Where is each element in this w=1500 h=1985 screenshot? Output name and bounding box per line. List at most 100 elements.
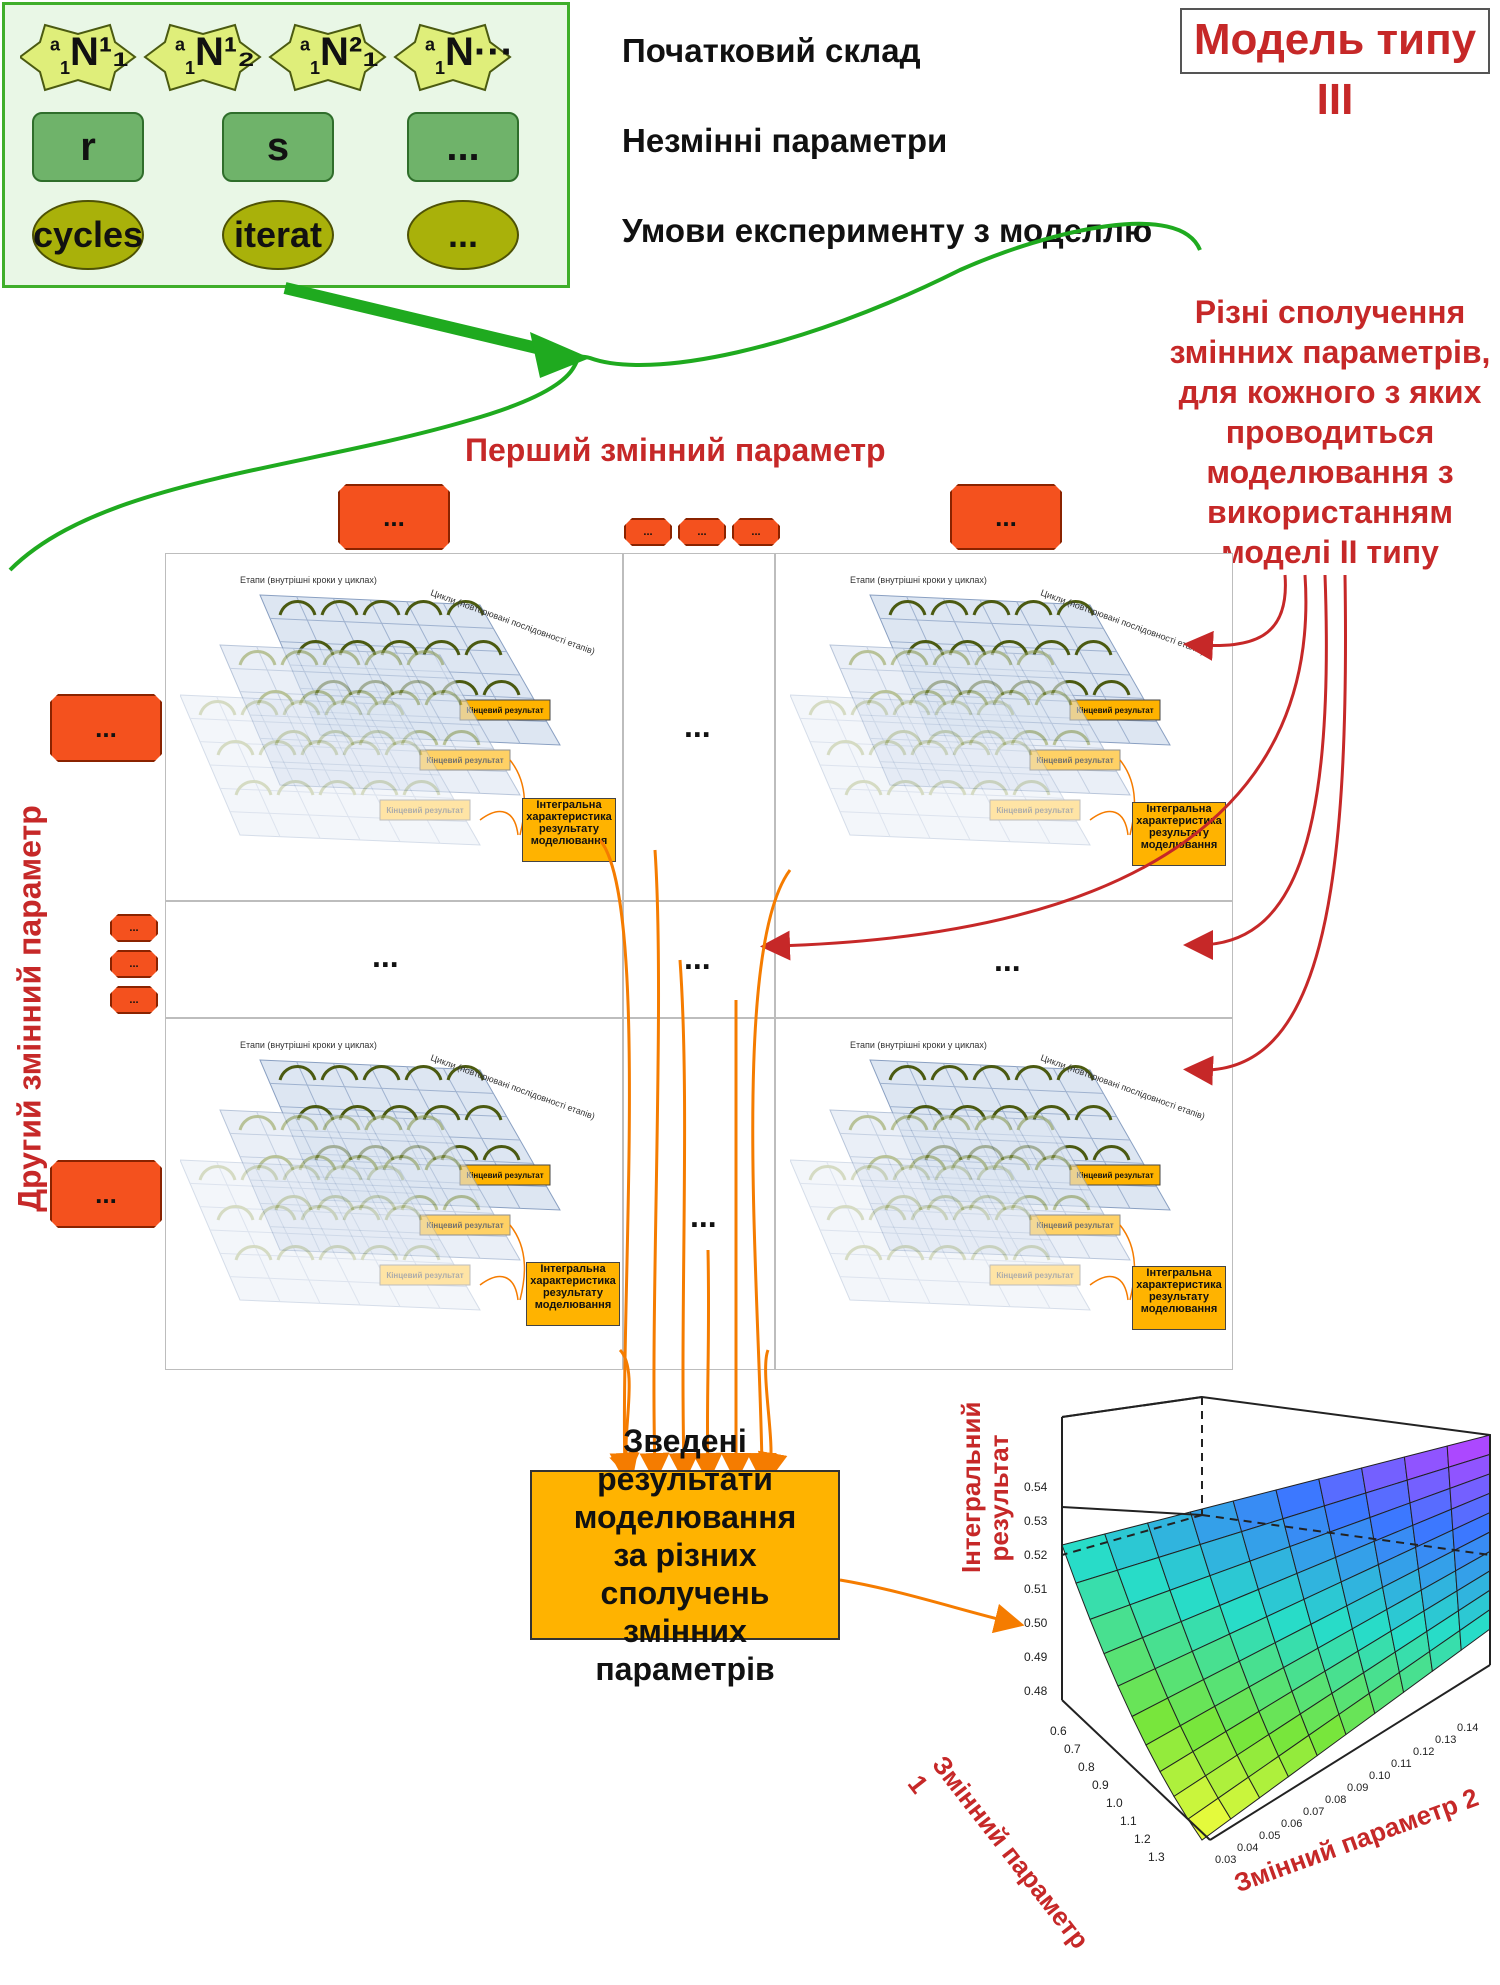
cycle-loop-icon <box>366 1165 405 1181</box>
fixed-param-more: ... <box>407 112 519 182</box>
y-tick: 0.11 <box>1391 1758 1412 1770</box>
cycle-loop-icon <box>274 1195 313 1211</box>
model-layer: Кінцевий результат <box>790 694 1091 846</box>
surface-plot: 0.54 0.53 0.52 0.51 0.50 0.49 0.48 0.6 0… <box>1024 1395 1491 1866</box>
final-result-label: Кінцевий результат <box>426 1221 503 1230</box>
x-tick: 1.3 <box>1148 1850 1165 1864</box>
integral-box-top-left: Інтегральна характеристика результату мо… <box>522 798 616 862</box>
cycle-loop-icon <box>928 1245 967 1261</box>
condition-iterat: iterat <box>222 200 334 270</box>
model-layer: Кінцевий результат <box>790 1159 1091 1311</box>
cycle-loop-icon <box>1092 680 1131 696</box>
cycle-loop-icon <box>234 780 273 796</box>
cycle-loop-icon <box>256 1155 295 1171</box>
y-tick: 0.04 <box>1237 1842 1258 1854</box>
label-conditions: Умови експерименту з моделлю <box>622 212 1153 249</box>
cycle-loop-icon <box>908 690 947 706</box>
cycle-loop-icon <box>886 1245 925 1261</box>
cycle-loop-icon <box>240 1165 279 1181</box>
z-tick: 0.51 <box>1024 1582 1048 1596</box>
cycle-loop-icon <box>406 650 445 666</box>
cycle-loop-icon <box>1034 1155 1073 1171</box>
cycle-loop-icon <box>928 780 967 796</box>
cycle-loop-icon <box>808 700 847 716</box>
cycle-loop-icon <box>234 1245 273 1261</box>
cycle-loop-icon <box>850 700 889 716</box>
species-label-1: a1N¹₁ <box>50 30 129 78</box>
cycle-loop-icon <box>298 690 337 706</box>
grid-cell-middle-right <box>775 901 1233 1018</box>
cycle-loop-icon <box>300 1205 339 1221</box>
cycle-loop-icon <box>258 1205 297 1221</box>
fixed-param-r: r <box>32 112 144 182</box>
cycle-loop-icon <box>318 1245 357 1261</box>
species-label-3: a1N²₁ <box>300 30 379 78</box>
cycle-loop-icon <box>320 1065 359 1081</box>
second-param-tag-1: ... <box>50 694 162 762</box>
cycle-loop-icon <box>442 730 481 746</box>
x-tick: 0.9 <box>1092 1778 1109 1792</box>
cycle-loop-icon <box>362 1065 401 1081</box>
cycle-loop-icon <box>424 690 463 706</box>
cycle-loop-icon <box>884 1195 923 1211</box>
cycle-loop-icon <box>358 1195 397 1211</box>
grid-cell-bottom-middle <box>623 1018 775 1370</box>
x-tick: 0.6 <box>1050 1724 1067 1738</box>
summary-line: за різних сполучень <box>600 1537 770 1611</box>
cycle-loop-icon <box>972 600 1011 616</box>
species-star-3 <box>268 23 387 92</box>
cycle-loop-icon <box>324 1165 363 1181</box>
cycle-loop-icon <box>976 1165 1015 1181</box>
species-star-2 <box>143 23 262 92</box>
fixed-param-s: s <box>222 112 334 182</box>
y-axis-ticks: 0.03 0.04 0.05 0.06 0.07 0.08 0.09 0.10 … <box>1215 1722 1478 1866</box>
cycle-loop-icon <box>216 740 255 756</box>
model-layer: Кінцевий результат <box>829 644 1131 796</box>
cycle-loop-icon <box>910 1205 949 1221</box>
final-result-label: Кінцевий результат <box>1076 1171 1153 1180</box>
cycle-loop-icon <box>322 650 361 666</box>
species-star-4 <box>393 23 512 92</box>
cycle-loop-icon <box>934 700 973 716</box>
cycle-loop-icon <box>972 1065 1011 1081</box>
cycle-loop-icon <box>1056 600 1095 616</box>
cycle-loop-icon <box>848 650 887 666</box>
cycle-loop-icon <box>970 780 1009 796</box>
cycle-loop-icon <box>952 740 991 756</box>
z-tick: 0.49 <box>1024 1650 1048 1664</box>
grid-cell-top-middle <box>623 553 775 901</box>
cycle-loop-icon <box>280 650 319 666</box>
ellipsis-top-middle: ... <box>684 708 711 744</box>
stages-axis-label: Етапи (внутрішні кроки у циклах) <box>850 575 987 585</box>
cycle-loop-icon <box>382 690 421 706</box>
ellipsis-middle-right: ... <box>994 942 1021 978</box>
cycle-loop-icon <box>888 600 927 616</box>
z-tick: 0.52 <box>1024 1548 1048 1562</box>
first-param-small-tag-3: ... <box>732 518 780 546</box>
final-result-label: Кінцевий результат <box>386 806 463 815</box>
cycle-loop-icon <box>888 1065 927 1081</box>
label-initial-composition: Початковий склад <box>622 32 921 69</box>
combinations-note-line: для кожного з яких <box>1178 374 1482 410</box>
cycle-loop-icon <box>402 1245 441 1261</box>
ellipsis-middle-left: ... <box>372 938 399 974</box>
cycle-loop-icon <box>892 700 931 716</box>
grid-cell-middle-left <box>165 901 623 1018</box>
final-result-label: Кінцевий результат <box>386 1271 463 1280</box>
x-axis-ticks: 0.6 0.7 0.8 0.9 1.0 1.1 1.2 1.3 <box>1050 1724 1165 1864</box>
cycle-loop-icon <box>384 1205 423 1221</box>
y-tick: 0.07 <box>1303 1806 1324 1818</box>
final-result-label: Кінцевий результат <box>466 706 543 715</box>
cycle-loop-icon <box>280 1115 319 1131</box>
y-tick: 0.14 <box>1457 1722 1478 1734</box>
cycle-loop-icon <box>1056 1065 1095 1081</box>
cycle-loop-icon <box>482 1145 521 1161</box>
cycle-loop-icon <box>950 690 989 706</box>
final-result-label: Кінцевий результат <box>1076 706 1153 715</box>
cycle-loop-icon <box>932 650 971 666</box>
cycle-loop-icon <box>890 650 929 666</box>
ellipsis-bottom-middle: ... <box>690 1198 717 1234</box>
grid-cell-center <box>623 901 775 1018</box>
model-title: Модель типу III <box>1180 8 1490 124</box>
cycle-loop-icon <box>256 690 295 706</box>
